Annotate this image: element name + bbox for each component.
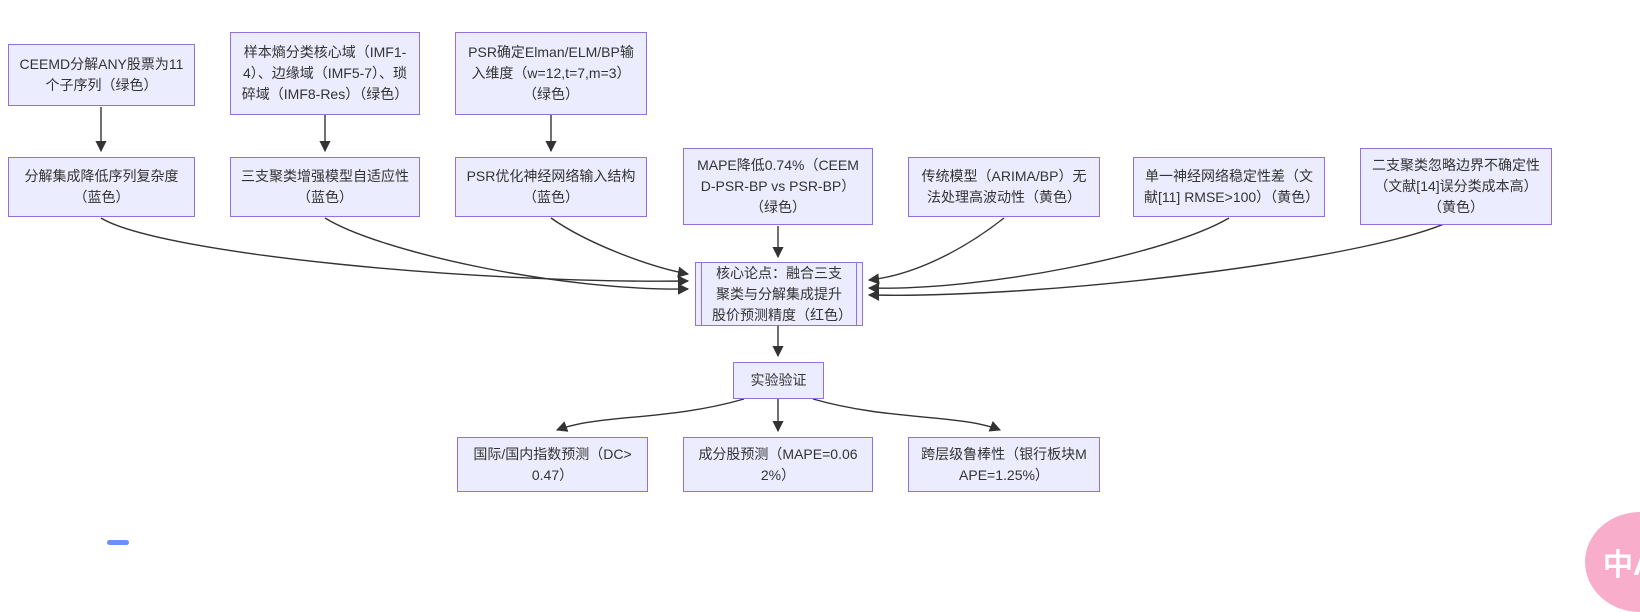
edge-decomp-core — [100, 217, 690, 287]
node-stock-pred: 成分股预测（MAPE=0.062%） — [683, 437, 873, 492]
clipped-bottom-accent — [107, 540, 129, 545]
node-psr-dim: PSR确定Elman/ELM/BP输入维度（w=12,t=7,m=3）（绿色） — [455, 32, 647, 115]
node-psr-opt: PSR优化神经网络输入结构（蓝色） — [455, 157, 647, 217]
node-traditional: 传统模型（ARIMA/BP）无法处理高波动性（黄色） — [908, 157, 1100, 217]
translate-widget-button[interactable]: 中A — [1585, 512, 1640, 612]
node-entropy: 样本熵分类核心域（IMF1-4）、边缘域（IMF5-7）、琐碎域（IMF8-Re… — [230, 32, 420, 115]
edge-singlenn-core — [867, 217, 1230, 294]
node-core-thesis: 核心论点：融合三支聚类与分解集成提升股价预测精度（红色） — [695, 262, 863, 326]
node-experiment: 实验验证 — [733, 362, 824, 399]
node-decomp: 分解集成降低序列复杂度（蓝色） — [8, 157, 195, 217]
node-ceemd: CEEMD分解ANY股票为11个子序列（绿色） — [8, 44, 195, 106]
node-mape: MAPE降低0.74%（CEEMD-PSR-BP vs PSR-BP）（绿色） — [683, 148, 873, 225]
edge-psropt-core — [550, 217, 690, 278]
node-robustness: 跨层级鲁棒性（银行板块MAPE=1.25%） — [908, 437, 1100, 492]
edge-twoway-core — [867, 217, 1457, 301]
edge-experiment-robust — [812, 398, 1002, 432]
node-twoway: 二支聚类忽略边界不确定性（文献[14]误分类成本高）（黄色） — [1360, 148, 1552, 225]
flowchart-canvas: CEEMD分解ANY股票为11个子序列（绿色） 样本熵分类核心域（IMF1-4）… — [8, 32, 1640, 612]
translate-icon: 中A — [1603, 549, 1640, 582]
edge-traditional-core — [867, 217, 1005, 285]
node-threeway: 三支聚类增强模型自适应性（蓝色） — [230, 157, 420, 217]
edge-experiment-index — [555, 398, 745, 432]
edge-threeway-core — [324, 217, 690, 295]
node-single-nn: 单一神经网络稳定性差（文献[11] RMSE>100）（黄色） — [1133, 157, 1325, 217]
node-index-pred: 国际/国内指数预测（DC>0.47） — [457, 437, 648, 492]
